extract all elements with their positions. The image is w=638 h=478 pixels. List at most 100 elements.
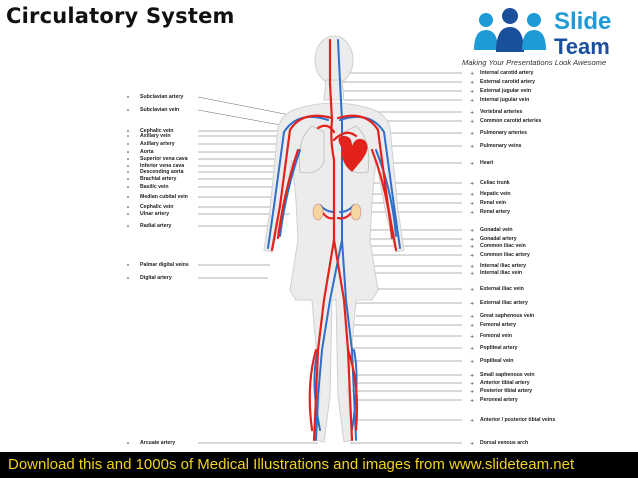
label-internal-carotid-artery: Internal carotid artery — [480, 70, 534, 76]
label-palmar-digital-veins: Palmar digital veins — [140, 262, 189, 268]
label-plus-icon: + — [470, 89, 474, 95]
label-dot — [127, 196, 129, 198]
label-posterior-tibial-artery: Posterior tibial artery — [480, 388, 533, 394]
label-plus-icon: + — [470, 110, 474, 116]
label-external-carotid-artery: External carotid artery — [480, 79, 536, 85]
label-cephalic-vein: Cephalic vein — [140, 204, 174, 210]
label-plus-icon: + — [470, 98, 474, 104]
label-plus-icon: + — [470, 381, 474, 387]
label-dot — [127, 151, 129, 153]
label-dot — [127, 143, 129, 145]
label-external-iliac-artery: External iliac artery — [480, 300, 528, 306]
label-plus-icon: + — [470, 80, 474, 86]
label-internal-iliac-vein: Internal iliac vein — [480, 270, 523, 276]
label-anterior-posterior-tibial-veins: Anterior / posterior tibial veins — [480, 417, 556, 423]
label-plus-icon: + — [470, 144, 474, 150]
label-brachial-artery: Brachial artery — [140, 176, 177, 182]
label-dot — [127, 206, 129, 208]
label-external-iliac-vein: External iliac vein — [480, 286, 524, 292]
label-axillary-vein: Axillary vein — [140, 133, 171, 139]
label-plus-icon: + — [470, 301, 474, 307]
label-plus-icon: + — [470, 237, 474, 243]
label-dot — [127, 165, 129, 167]
footer-text: Download this and 1000s of Medical Illus… — [8, 456, 575, 473]
label-plus-icon: + — [470, 119, 474, 125]
label-plus-icon: + — [470, 359, 474, 365]
label-arcuate-artery: Arcuate artery — [140, 440, 176, 446]
label-plus-icon: + — [470, 271, 474, 277]
label-plus-icon: + — [470, 228, 474, 234]
leader-line — [197, 96, 301, 118]
logo-word-slide: Slide — [554, 8, 612, 35]
label-renal-vein: Renal vein — [480, 200, 506, 206]
label-plus-icon: + — [470, 389, 474, 395]
label-femoral-artery: Femoral artery — [480, 322, 517, 328]
label-vertebral-arteries: Vertebral arteries — [480, 109, 523, 115]
label-subclavian-vein: Subclavian vein — [140, 107, 180, 113]
label-dorsal-venous-arch: Dorsal venous arch — [480, 440, 529, 446]
label-common-iliac-artery: Common iliac artery — [480, 252, 530, 258]
label-internal-iliac-artery: Internal iliac artery — [480, 263, 527, 269]
label-external-jugular-vein: External jugular vein — [480, 88, 532, 94]
label-popliteal-vein: Popliteal vein — [480, 358, 514, 364]
label-dot — [127, 186, 129, 188]
slideteam-logo: Slide Team Making Your Presentations Loo… — [462, 6, 632, 68]
label-plus-icon: + — [470, 244, 474, 250]
label-hepatic-vein: Hepatic vein — [480, 191, 511, 197]
label-plus-icon: + — [470, 334, 474, 340]
label-plus-icon: + — [470, 210, 474, 216]
logo-word-team: Team — [554, 34, 610, 59]
label-plus-icon: + — [470, 398, 474, 404]
heart — [338, 136, 368, 172]
label-ulnar-artery: Ulnar artery — [140, 211, 170, 217]
label-plus-icon: + — [470, 441, 474, 447]
label-dot — [127, 130, 129, 132]
label-dot — [127, 171, 129, 173]
label-digital-artery: Digital artery — [140, 275, 172, 281]
label-popliteal-artery: Popliteal artery — [480, 345, 518, 351]
people-icon — [474, 8, 546, 52]
label-great-saphenous-vein: Great saphenous vein — [480, 313, 535, 319]
label-axillary-artery: Axillary artery — [140, 141, 175, 147]
label-pulmonary-arteries: Pulmonary arteries — [480, 130, 527, 136]
label-anterior-tibial-artery: Anterior tibial artery — [480, 380, 530, 386]
label-dot — [127, 109, 129, 111]
label-plus-icon: + — [470, 346, 474, 352]
label-pulmonary-veins: Pulmonary veins — [480, 143, 522, 149]
label-plus-icon: + — [470, 192, 474, 198]
label-common-iliac-vein: Common iliac vein — [480, 243, 526, 249]
label-plus-icon: + — [470, 418, 474, 424]
label-dot — [127, 442, 129, 444]
label-plus-icon: + — [470, 201, 474, 207]
label-dot — [127, 213, 129, 215]
label-plus-icon: + — [470, 323, 474, 329]
label-plus-icon: + — [470, 131, 474, 137]
label-femoral-vein: Femoral vein — [480, 333, 513, 339]
label-gonadal-artery: Gonadal artery — [480, 236, 517, 242]
label-dot — [127, 96, 129, 98]
label-subclavian-artery: Subclavian artery — [140, 94, 184, 100]
label-plus-icon: + — [470, 373, 474, 379]
kidneys — [312, 203, 362, 221]
logo-tagline: Making Your Presentations Look Awesome — [462, 58, 607, 67]
label-descending-aorta: Descending aorta — [140, 169, 184, 175]
label-plus-icon: + — [470, 181, 474, 187]
label-plus-icon: + — [470, 161, 474, 167]
label-renal-artery: Renal artery — [480, 209, 510, 215]
label-dot — [127, 277, 129, 279]
footer-banner: Download this and 1000s of Medical Illus… — [0, 452, 638, 478]
label-dot — [127, 264, 129, 266]
label-gonadal-vein: Gonadal vein — [480, 227, 513, 233]
label-dot — [127, 135, 129, 137]
label-dot — [127, 225, 129, 227]
label-plus-icon: + — [470, 253, 474, 259]
label-small-saphenous-vein: Small saphenous vein — [480, 372, 535, 378]
vein-vessels — [267, 39, 401, 441]
label-heart: Heart — [480, 160, 494, 166]
label-plus-icon: + — [470, 71, 474, 77]
label-dot — [127, 178, 129, 180]
label-celiac-trunk: Celiac trunk — [480, 180, 510, 186]
label-plus-icon: + — [470, 264, 474, 270]
label-dots: ++++++++++++++++++++++++++++++++ — [127, 71, 474, 447]
